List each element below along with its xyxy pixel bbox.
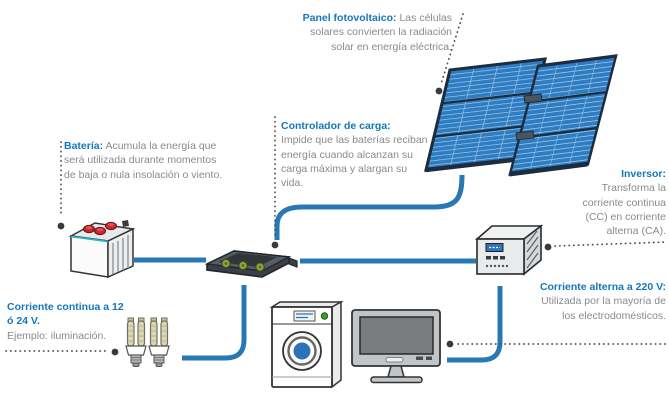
- label-body: Transforma la corriente continua (CC) en…: [582, 182, 666, 238]
- label-panel-fotovoltaico: Panel fotovoltaico: Las células solares …: [297, 11, 452, 54]
- label-title: Controlador de carga:: [281, 120, 391, 132]
- battery-caps: [83, 221, 117, 236]
- inverter-vent: [526, 230, 539, 269]
- label-body: Acumula la energía que será utilizada du…: [64, 140, 223, 181]
- cfl-bulb: [148, 317, 170, 367]
- label-inversor: Inversor: Transforma la corriente contin…: [566, 167, 666, 238]
- tv-screen: [359, 316, 434, 355]
- label-title: Inversor:: [621, 168, 666, 180]
- controller-ports: [221, 258, 265, 272]
- label-body: Utilizada por la mayoría de los electrod…: [541, 295, 666, 322]
- battery-icon: [68, 220, 136, 279]
- wire-panel-to-controller: [274, 174, 465, 240]
- label-controlador-de-carga: Controlador de carga: Impide que las bat…: [281, 119, 431, 190]
- controller-side-tab: [288, 257, 298, 268]
- cfl-bulb: [125, 317, 147, 367]
- battery-plates: [112, 235, 129, 274]
- label-title: Panel fotovoltaico:: [302, 12, 397, 24]
- label-bateria: Batería: Acumula la energía que será uti…: [64, 139, 226, 182]
- leader-dot-panel: [435, 87, 443, 95]
- label-body: Ejemplo: iluminación.: [7, 329, 107, 342]
- label-title: Corriente continua a 12 ó 24 V.: [7, 301, 124, 328]
- tv-stand-neck: [387, 365, 405, 378]
- leader-dot-controlador: [271, 241, 279, 249]
- inverter-buttons: [486, 256, 505, 260]
- tv-control-button: [385, 357, 404, 363]
- leader-dot-group: [57, 87, 552, 356]
- tv-stand-base: [370, 376, 423, 384]
- label-corriente-continua: Corriente continua a 12 ó 24 V. Ejemplo:…: [7, 300, 129, 343]
- wire-inverter-to-appliances: [447, 286, 503, 363]
- leader-dot-inversor: [544, 243, 552, 251]
- label-corriente-alterna: Corriente alterna a 220 V: Utilizada por…: [538, 280, 666, 323]
- inverter-icon: [474, 224, 544, 276]
- inverter-vent-holes: [485, 264, 509, 268]
- leader-dot-corriente-continua: [111, 348, 119, 356]
- label-body: Impide que las baterías reciban energía …: [281, 134, 428, 190]
- battery-accent-stripe: [70, 235, 109, 243]
- solar-panel-icon: [424, 54, 618, 177]
- label-body: Las células solares convierten la radiac…: [310, 12, 452, 53]
- wire-controller-to-bulbs: [182, 285, 247, 361]
- washer-display: [293, 310, 316, 322]
- washer-power-button: [320, 312, 329, 320]
- leader-inversor: [554, 241, 668, 247]
- label-title: Corriente alterna a 220 V:: [539, 281, 666, 293]
- charge-controller-icon: [204, 250, 298, 278]
- leader-line-group: [5, 13, 668, 352]
- label-title: Batería:: [64, 140, 104, 152]
- cfl-bulbs-icon: [125, 317, 170, 367]
- panel-frame-connector: [523, 93, 543, 104]
- battery-terminal: [122, 220, 129, 227]
- leader-panel: [440, 13, 464, 85]
- panel-frame-connector: [515, 130, 535, 141]
- wire-group: [134, 174, 503, 363]
- tv-icon: [351, 309, 441, 384]
- leader-dot-bateria: [57, 222, 65, 230]
- leader-dot-corriente-alterna: [446, 340, 454, 348]
- washing-machine-icon: [269, 300, 344, 389]
